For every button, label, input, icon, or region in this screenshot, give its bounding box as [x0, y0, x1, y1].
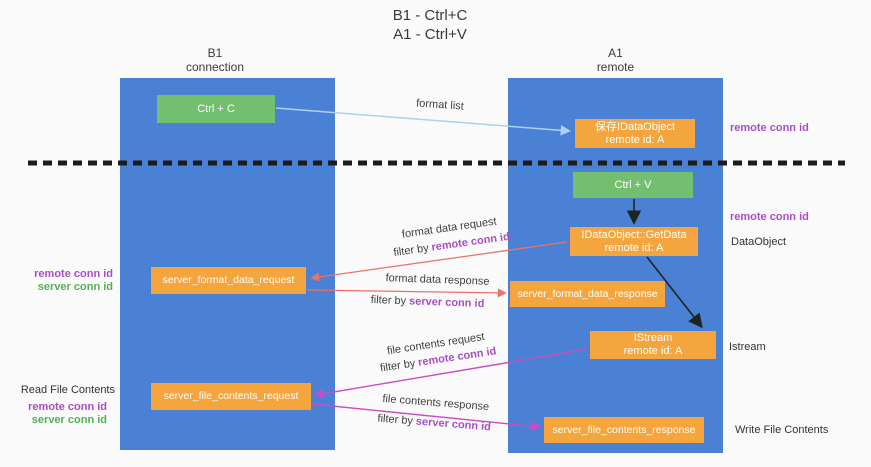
annotation-server-conn-id-left-1: server conn id — [37, 281, 113, 293]
node-server-format-data-response: server_format_data_response — [510, 281, 665, 307]
filter-prefix: filter by — [379, 357, 417, 375]
node-istream: IStream remote id: A — [590, 331, 716, 359]
lane-b1-subtitle: connection — [185, 60, 245, 74]
title-line-2: A1 - Ctrl+V — [393, 26, 467, 43]
annotation-remote-conn-id-left-2: remote conn id — [28, 401, 107, 413]
annotation-remote-conn-id-mid: remote conn id — [730, 211, 809, 223]
lane-a1-subtitle: remote — [596, 60, 635, 74]
node-server-file-contents-response: server_file_contents_response — [544, 417, 704, 443]
node-server-format-data-request: server_format_data_request — [151, 267, 306, 294]
edge-label-file-contents-request: file contents request filter byremote co… — [370, 327, 503, 378]
annotation-remote-conn-id-top: remote conn id — [730, 122, 809, 134]
annotation-write-file-contents: Write File Contents — [735, 424, 829, 436]
server-file-contents-response-label: server_file_contents_response — [552, 423, 696, 436]
istream-line2: remote id: A — [623, 345, 683, 357]
getdata-line2: remote id: A — [604, 241, 664, 254]
node-save-idataobject: 保存IDataObject remote id: A — [575, 119, 695, 148]
filter-prefix: filter by — [370, 294, 407, 308]
edge-label-format-list: format list — [415, 97, 465, 113]
node-ctrl-c: Ctrl + C — [157, 95, 275, 123]
getdata-line1: IDataObject::GetData — [581, 228, 687, 241]
server-file-contents-request-label: server_file_contents_request — [163, 390, 299, 402]
format-data-response-arrow — [306, 288, 507, 298]
annotation-istream: Istream — [729, 341, 766, 353]
istream-line1: IStream — [633, 332, 673, 344]
title-line-1: B1 - Ctrl+C — [392, 7, 468, 24]
lane-header-b1: B1 connection — [120, 46, 310, 74]
lane-header-a1: A1 remote — [508, 46, 723, 74]
annotation-dataobject: DataObject — [731, 236, 787, 248]
node-ctrl-v: Ctrl + V — [573, 172, 693, 198]
server-format-data-request-label: server_format_data_request — [162, 274, 295, 286]
annotation-conn-ids-file: remote conn id server conn id — [20, 401, 107, 427]
server-format-data-response-label: server_format_data_response — [517, 287, 658, 300]
filter-key-server-conn-id: server conn id — [415, 415, 492, 434]
lane-b1-title: B1 — [207, 46, 223, 60]
ctrl-v-label: Ctrl + V — [614, 178, 652, 191]
lane-a1-title: A1 — [608, 46, 623, 60]
edge-label-format-data-request: format data request filter byremote conn… — [381, 211, 519, 263]
filter-prefix: filter by — [377, 412, 414, 428]
save-idataobject-line2: remote id: A — [605, 133, 665, 146]
diagram-title: B1 - Ctrl+C A1 - Ctrl+V — [0, 6, 860, 44]
filter-prefix: filter by — [392, 242, 430, 260]
annotation-read-file-contents: Read File Contents — [20, 384, 115, 396]
node-server-file-contents-request: server_file_contents_request — [151, 383, 311, 410]
annotation-server-conn-id-left-2: server conn id — [31, 414, 107, 426]
edge-label-format-data-response: format data response — [385, 272, 490, 288]
annotation-conn-ids-format: remote conn id server conn id — [20, 268, 113, 294]
annotation-remote-conn-id-left-1: remote conn id — [34, 268, 113, 280]
node-idataobject-getdata: IDataObject::GetData remote id: A — [570, 227, 698, 256]
ctrl-c-label: Ctrl + C — [197, 102, 235, 115]
save-idataobject-line1: 保存IDataObject — [594, 120, 676, 133]
filter-key-server-conn-id: server conn id — [408, 295, 485, 310]
